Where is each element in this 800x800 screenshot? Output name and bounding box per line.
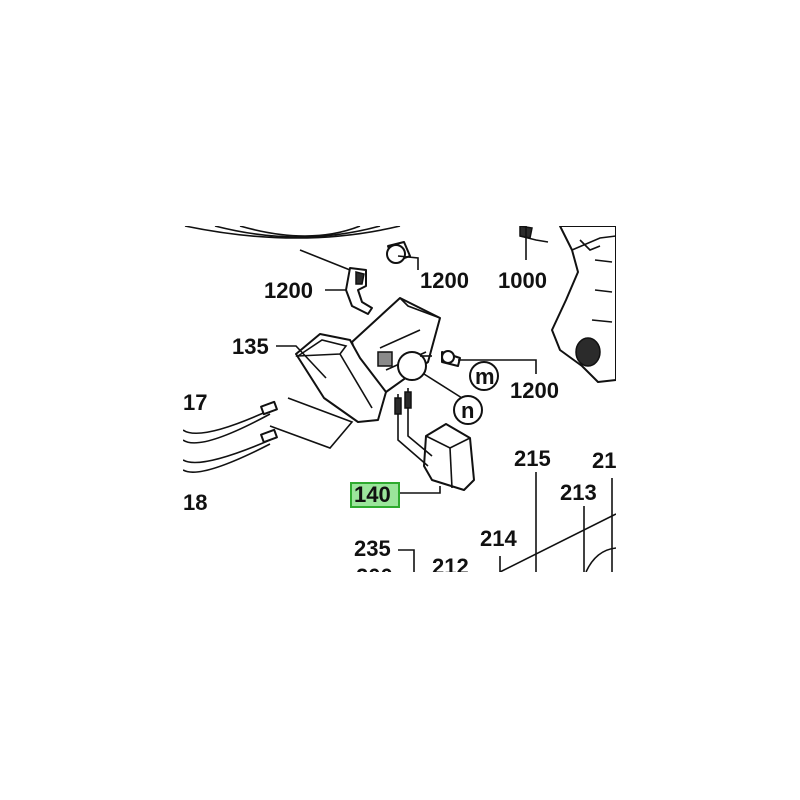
label-n: n [461, 398, 474, 423]
label-1200-left: 1200 [264, 278, 313, 303]
cables-17-18 [183, 400, 278, 473]
part-135-trigger [295, 333, 387, 423]
label-1200-top: 1200 [420, 268, 469, 293]
part-1200-pin [386, 241, 411, 264]
housing-top-fragment [184, 226, 401, 271]
label-215: 215 [514, 446, 551, 471]
label-213: 213 [560, 480, 597, 505]
label-235: 235 [354, 536, 391, 561]
label-18: 18 [183, 490, 207, 515]
part-1200-clip [345, 267, 373, 315]
callout-n-circle [453, 395, 483, 425]
label-1200-right: 1200 [510, 378, 559, 403]
lower-assembly-fragment [499, 513, 616, 572]
saw-arm-fragment [519, 226, 616, 383]
callout-m-circle [469, 361, 499, 391]
label-17: 17 [183, 390, 207, 415]
label-140: 140 [354, 482, 391, 507]
leader-lines [269, 226, 613, 572]
highlight-box-140 [350, 482, 400, 508]
label-m: m [475, 364, 495, 389]
part-140-capacitor [394, 388, 475, 491]
label-cut-off: 200 [356, 564, 393, 589]
switch-assembly [351, 297, 461, 393]
label-214: 214 [480, 526, 517, 551]
label-135: 135 [232, 334, 269, 359]
label-1000: 1000 [498, 268, 547, 293]
label-21: 21 [592, 448, 616, 473]
